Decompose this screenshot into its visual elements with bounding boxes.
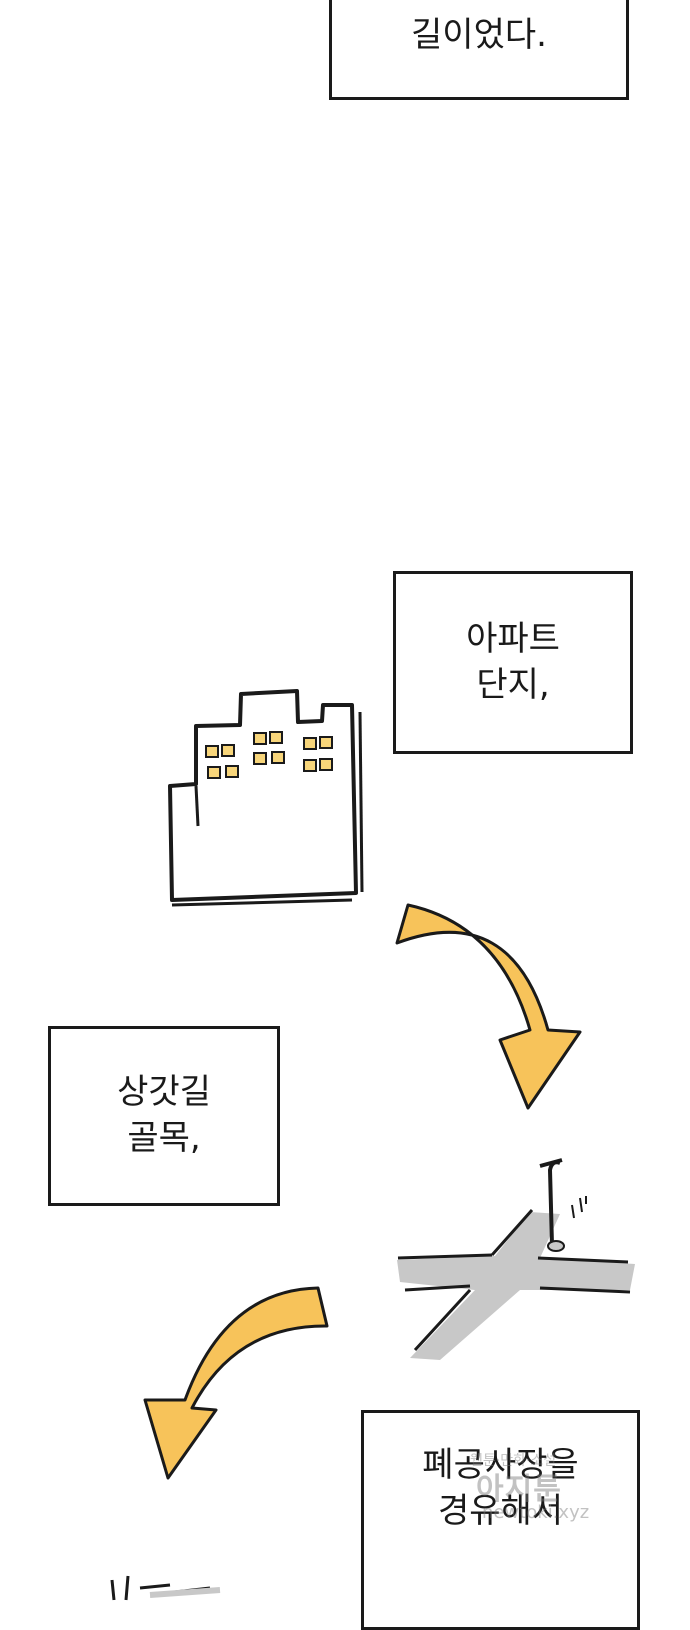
caption-text: 폐공사장을 (422, 1445, 579, 1485)
caption-text: 골목, (127, 1118, 201, 1158)
caption-text: 상갓길 (117, 1072, 211, 1113)
caption-text: 길이었다. (411, 15, 547, 56)
caption-box-top: 길이었다. (329, 0, 629, 100)
caption-text: 단지, (476, 664, 550, 705)
watermark-url: newtoki.xyz (482, 1502, 590, 1523)
watermark: 웹툰·만화·소설 아지툰 newtoki.xyz (470, 1450, 655, 1523)
curved-arrow-icon (395, 903, 582, 1110)
caption-text: 경유해서 (437, 1490, 564, 1531)
crossroad-streetlight-icon (397, 1158, 635, 1360)
caption-box-alley: 상갓길 골목, (48, 1026, 280, 1206)
apartment-building-icon (168, 689, 364, 907)
caption-text: 아파트 (466, 618, 560, 659)
caption-box-apartment: 아파트 단지, (393, 571, 633, 754)
watermark-text: 웹툰·만화·소설 (470, 1453, 557, 1469)
partial-sketch (110, 1575, 221, 1601)
watermark-logo: 아지툰 (476, 1472, 562, 1507)
curved-arrow-icon (143, 1286, 329, 1480)
caption-box-factory: 폐공사장을 경유해서 (361, 1410, 640, 1630)
